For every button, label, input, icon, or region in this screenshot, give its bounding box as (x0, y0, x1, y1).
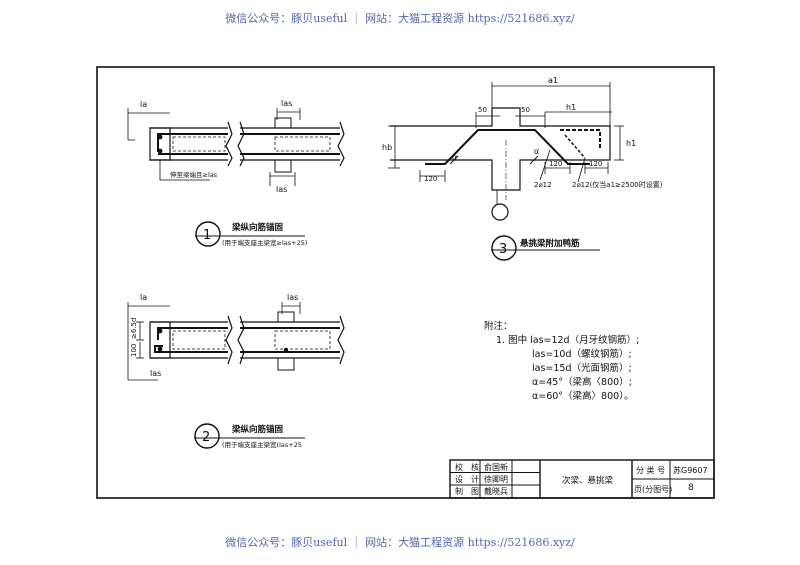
detail1-label-la: la (140, 100, 147, 109)
title-block-page-value: 8 (688, 483, 694, 493)
detail-3-drawing (388, 82, 624, 261)
detail2-subtitle: (用于端支座主梁宽(las+25 (222, 440, 302, 449)
detail2-label-la: la (140, 293, 147, 302)
detail3-label-h1-right: h1 (626, 139, 636, 148)
detail1-number-circle (195, 221, 221, 247)
detail3-label-50a: 50 (478, 106, 487, 114)
notes-line-1: 1. 图中 las=12d（月牙纹钢筋）; (496, 335, 640, 346)
title-block-category-label: 分 类 号 (636, 466, 666, 475)
title-block-page-label: 页(分图号) (634, 485, 673, 494)
notes-heading: 附注： (484, 321, 513, 332)
detail1-title: 梁纵向筋锚固 (231, 222, 283, 233)
detail3-number: 3 (499, 242, 507, 257)
notes-line-4: α=45°（梁高〈800）; (532, 377, 632, 388)
detail2-number-circle (194, 423, 220, 449)
detail3-title: 悬挑梁附加鸭筋 (519, 238, 580, 249)
detail1-subtitle: (用于端支座主梁宽≥las+25) (222, 238, 307, 247)
title-block (449, 459, 715, 499)
detail1-number: 1 (203, 228, 211, 243)
watermark-top: 微信公众号：豚贝useful ｜ 网站：大猫工程资源 https://52168… (225, 12, 575, 25)
sheet-border (96, 66, 715, 499)
detail3-label-bar2: 2⌀12(仅当a1≥2500时设置) (572, 180, 663, 189)
title-block-row3-name: 戴晓兵 (484, 487, 508, 496)
title-block-row3-label: 制 图 (455, 487, 479, 496)
detail3-number-circle (491, 235, 517, 261)
detail3-label-hb: hb (382, 143, 392, 152)
detail-1-drawing (127, 108, 345, 247)
title-block-row2-name: 徐卿明 (484, 475, 508, 484)
detail2-label-las-left: las (150, 369, 161, 378)
title-block-category-value: 苏G9607 (673, 466, 708, 475)
title-block-row2-label: 设 计 (455, 475, 479, 484)
detail3-label-alpha-left: α (452, 153, 457, 162)
notes-line-5: α=60°（梁高〉800）。 (532, 391, 634, 402)
detail2-title: 梁纵向筋锚固 (231, 424, 283, 435)
notes-line-2: las=10d（螺纹钢筋）; (532, 349, 632, 360)
detail2-label-las-top: las (287, 293, 298, 302)
detail1-label-las-bottom: las (276, 185, 287, 194)
detail3-label-a1: a1 (548, 76, 558, 85)
detail3-label-50b: 50 (521, 106, 530, 114)
detail2-number: 2 (202, 430, 210, 445)
notes-block: 附注： 1. 图中 las=12d（月牙纹钢筋）; las=10d（螺纹钢筋）;… (484, 320, 639, 404)
detail3-label-120-right: 120 (589, 160, 602, 168)
detail3-label-alpha-right: α (534, 147, 539, 156)
detail-2-drawing (127, 302, 345, 449)
title-block-row1-name: 俞国新 (484, 463, 508, 472)
detail3-label-120-left: 120 (424, 175, 437, 183)
detail3-label-120-mid: 120 (549, 160, 562, 168)
detail3-label-bar1: 2⌀12 (534, 181, 552, 189)
detail1-support (149, 127, 171, 161)
notes-line-3: las=15d（光面钢筋）; (532, 363, 632, 374)
detail3-label-h1-top: h1 (566, 103, 576, 112)
title-block-row1-label: 校 核 (455, 463, 479, 472)
detail1-label-las-top: las (281, 99, 292, 108)
title-block-drawing-name: 次梁、悬挑梁 (562, 476, 614, 486)
detail1-note-bend: 伸至梁端且≥las (170, 170, 218, 179)
watermark-bottom: 微信公众号：豚贝useful ｜ 网站：大猫工程资源 https://52168… (225, 536, 575, 549)
detail2-label-dim-vert: ≥6.5d (130, 318, 138, 339)
detail2-label-dim-100: 100 (130, 344, 138, 357)
